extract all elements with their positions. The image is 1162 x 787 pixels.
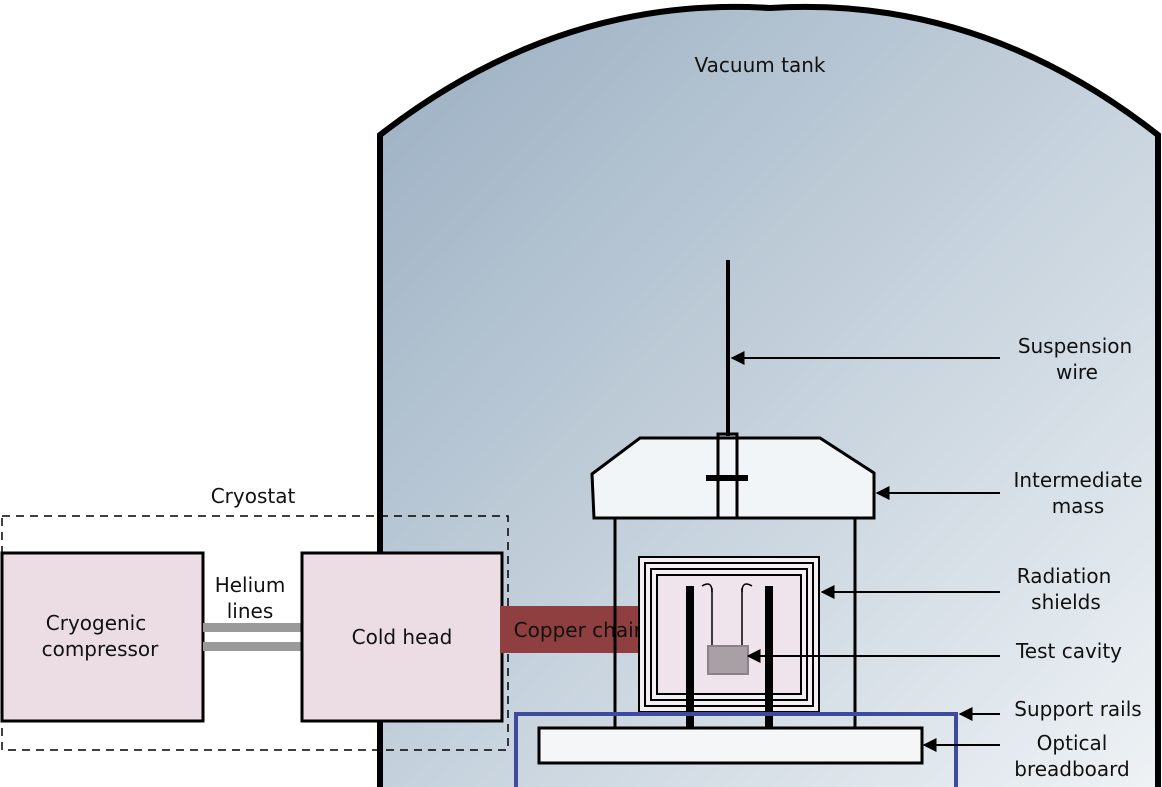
- compressor-label-line2: compressor: [42, 637, 160, 661]
- radiation-shield-inner: [656, 574, 802, 695]
- helium-line-upper: [203, 623, 302, 632]
- copper-chain-label: Copper chain: [514, 618, 647, 642]
- optical-breadboard-label-line1: Optical: [1037, 731, 1108, 755]
- vacuum-tank-label: Vacuum tank: [695, 53, 826, 77]
- test-cavity: [707, 645, 749, 675]
- optical-breadboard-label-line2: breadboard: [1014, 757, 1130, 781]
- cryogenic-compressor-box: [0, 551, 205, 723]
- support-rails-label: Support rails: [1014, 697, 1141, 721]
- intermediate-mass-label-line1: Intermediate: [1013, 468, 1142, 492]
- suspension-wire-label-line2: wire: [1056, 360, 1098, 384]
- radiation-shields-label-line1: Radiation: [1017, 564, 1112, 588]
- support-rails: [514, 712, 958, 787]
- copper-chain: [500, 606, 660, 653]
- radiation-shield-2: [644, 562, 814, 707]
- test-cavity-label: Test cavity: [1015, 639, 1122, 663]
- cryostat-label: Cryostat: [211, 484, 296, 508]
- optical-breadboard: [537, 726, 924, 765]
- compressor-label-line1: Cryogenic: [46, 611, 147, 635]
- cold-head-box: [300, 551, 504, 723]
- intermediate-mass-label-line2: mass: [1052, 494, 1105, 518]
- radiation-shields-label-line2: shields: [1031, 590, 1101, 614]
- suspension-wire-label-line1: Suspension: [1018, 334, 1132, 358]
- helium-line-lower: [203, 642, 302, 651]
- helium-lines-label-line1: Helium: [215, 573, 286, 597]
- cavity-hanger-hook-right: [741, 583, 753, 593]
- helium-lines-label-line2: lines: [227, 599, 274, 623]
- cold-head-label: Cold head: [352, 625, 453, 649]
- cavity-hanger-hook-left: [701, 583, 713, 593]
- radiation-shield-3: [650, 568, 808, 701]
